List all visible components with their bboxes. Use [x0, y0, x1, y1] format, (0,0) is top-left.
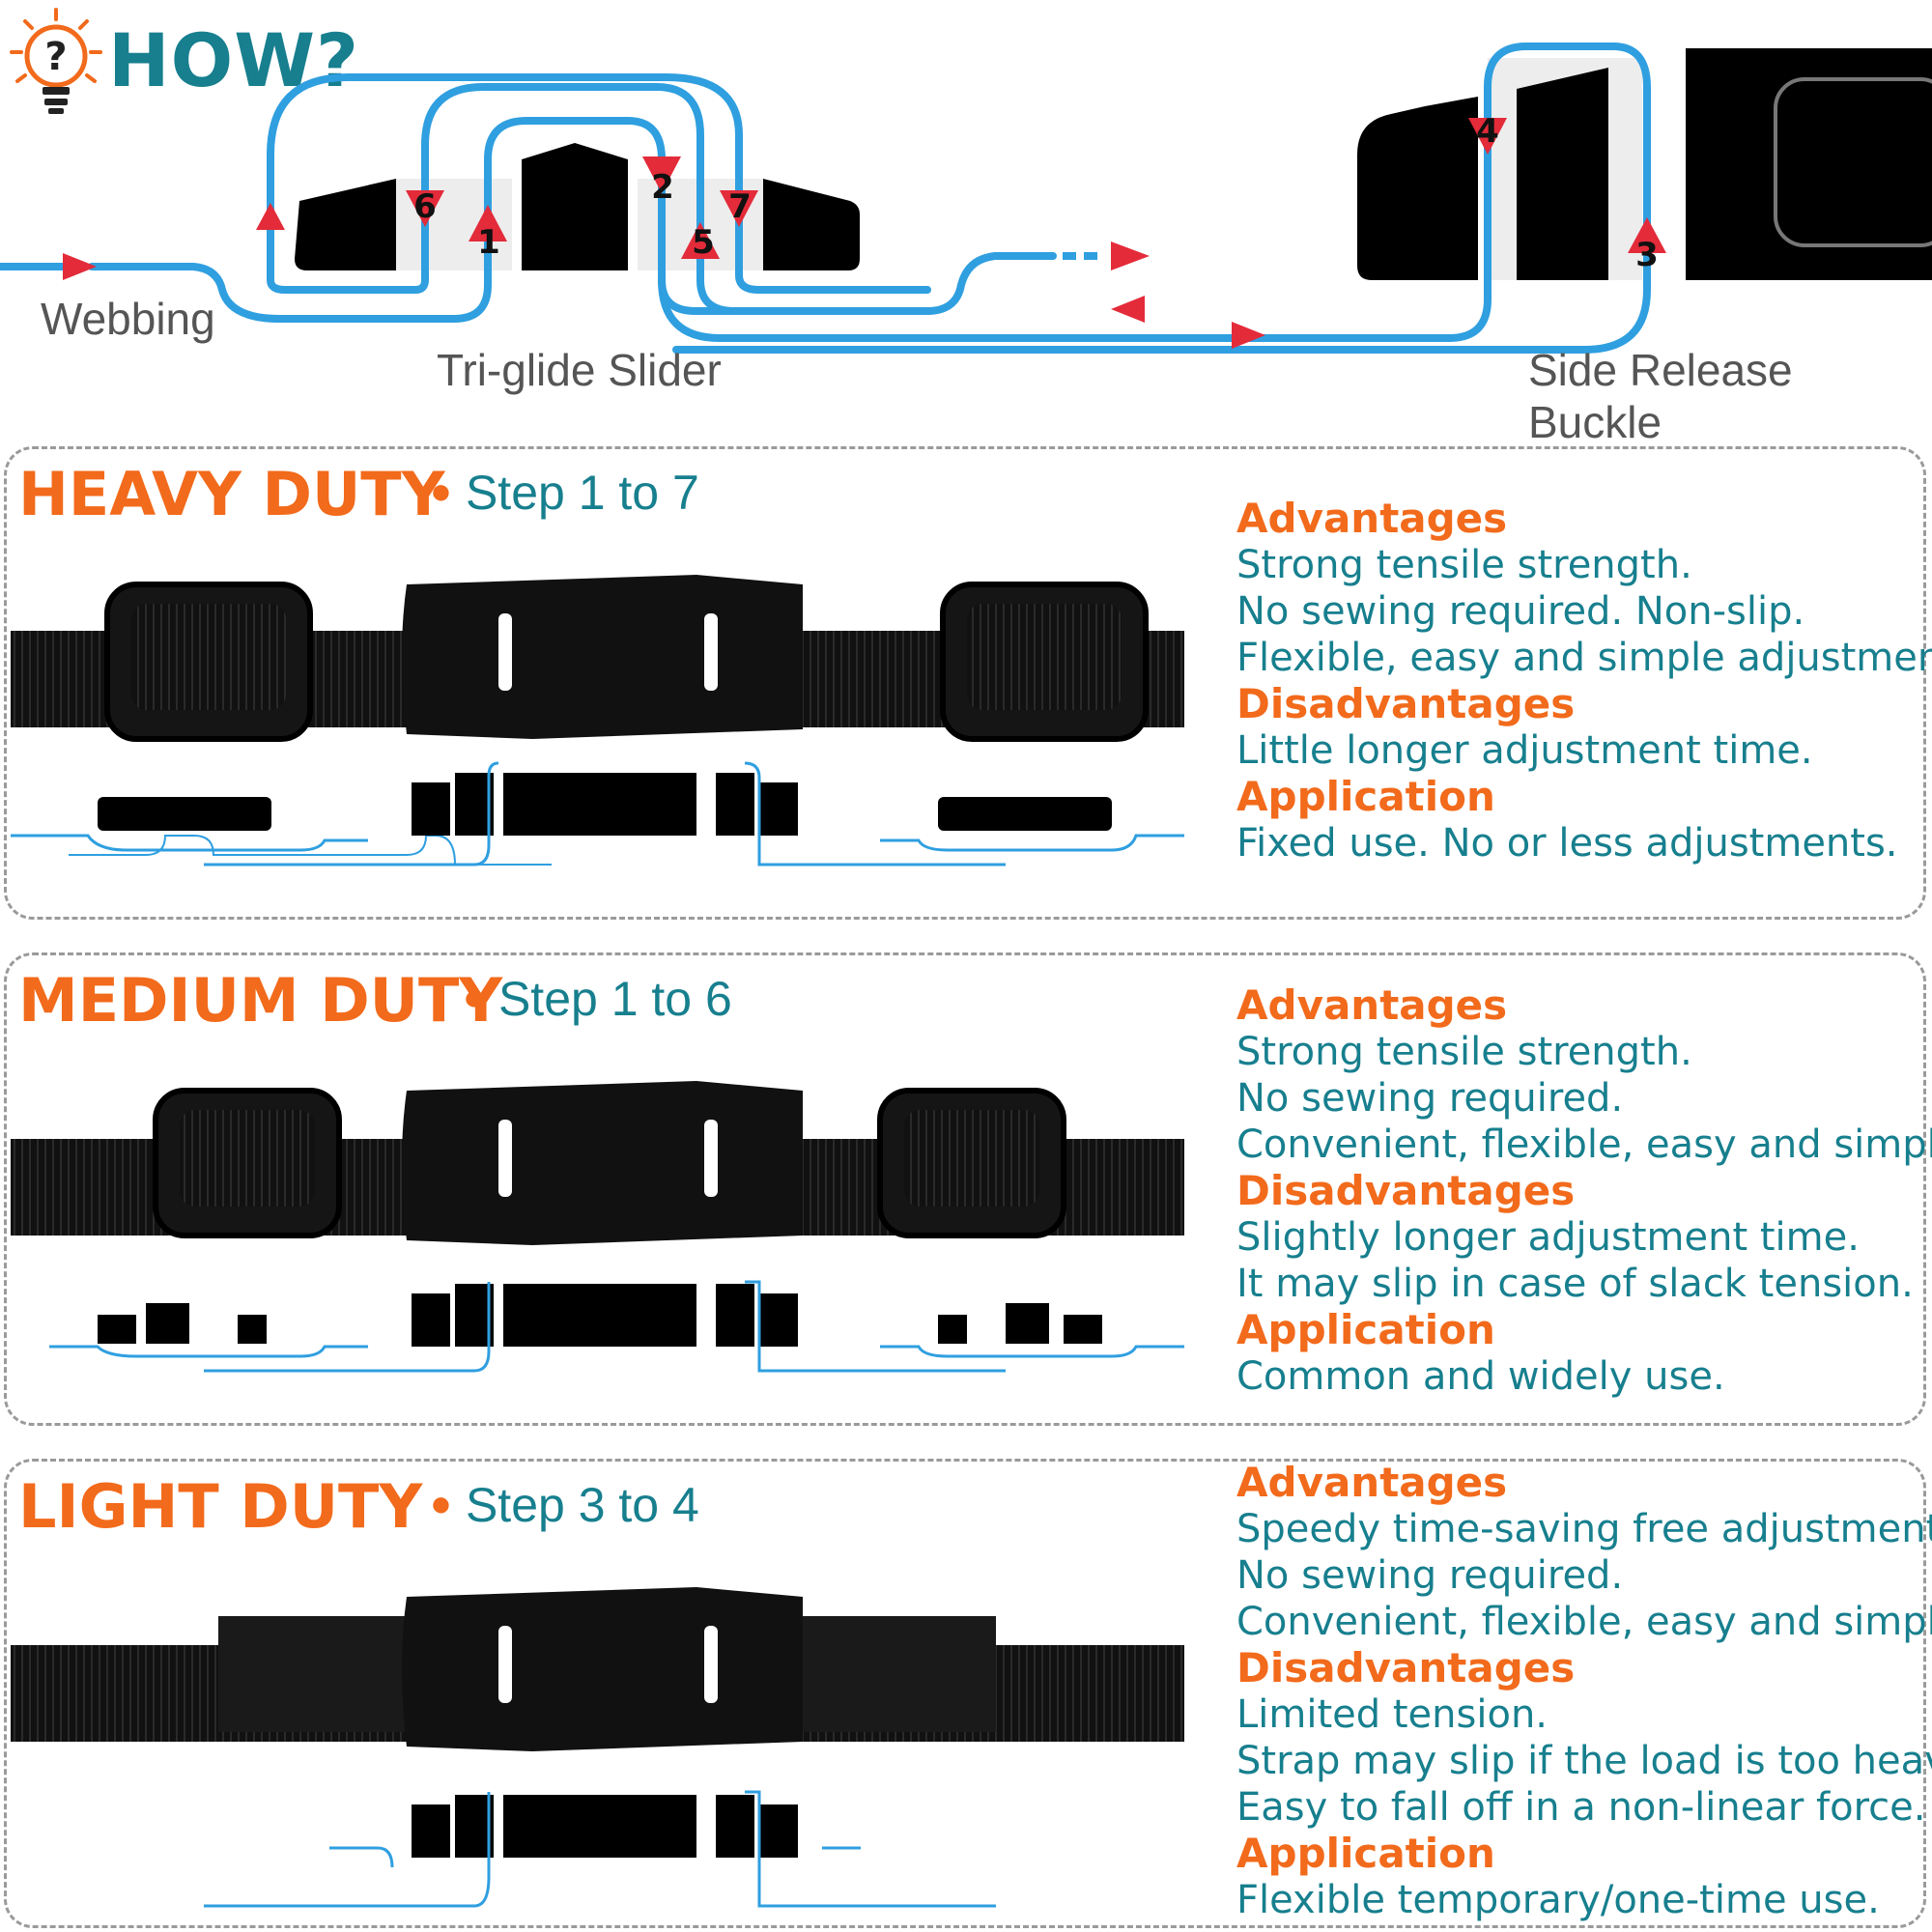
how-icon: ? [6, 6, 106, 120]
step-7-marker: 7 [728, 187, 752, 226]
application-line: Fixed use. No or less adjustments. [1236, 821, 1898, 866]
disadvantage-line: Easy to fall off in a non-linear force. [1236, 1785, 1926, 1830]
step-5-marker: 5 [692, 223, 715, 262]
application-heading: Application [1236, 1306, 1495, 1353]
slider-label: Tri-glide Slider [437, 345, 722, 395]
advantage-line: Convenient, flexible, easy and simple. [1236, 1122, 1932, 1167]
advantage-line: Speedy time-saving free adjustment. [1236, 1507, 1932, 1551]
step-range: ●Step 3 to 4 [430, 1478, 699, 1532]
medium-duty-photo [11, 1081, 1184, 1373]
tri-glide-slider-shape [295, 143, 860, 270]
medium-duty-info: Advantages Strong tensile strength. No s… [1236, 982, 1932, 1400]
advantages-heading: Advantages [1236, 495, 1508, 542]
panel-title: LIGHT DUTY [18, 1471, 423, 1542]
heavy-duty-info: Advantages Strong tensile strength. No s… [1236, 496, 1932, 867]
disadvantages-heading: Disadvantages [1236, 680, 1576, 727]
advantage-line: Convenient, flexible, easy and simple. [1236, 1600, 1932, 1644]
advantage-line: Strong tensile strength. [1236, 1030, 1692, 1074]
advantage-line: No sewing required. [1236, 1076, 1624, 1121]
advantages-heading: Advantages [1236, 981, 1508, 1029]
svg-text:?: ? [44, 35, 67, 79]
disadvantage-line: Limited tension. [1236, 1692, 1548, 1737]
light-duty-info: Advantages Speedy time-saving free adjus… [1236, 1460, 1932, 1923]
advantage-line: No sewing required. [1236, 1553, 1624, 1598]
disadvantage-line: Strap may slip if the load is too heavy. [1236, 1739, 1932, 1783]
application-line: Flexible temporary/one-time use. [1236, 1878, 1880, 1922]
application-line: Common and widely use. [1236, 1354, 1725, 1399]
application-heading: Application [1236, 773, 1495, 820]
disadvantage-line: It may slip in case of slack tension. [1236, 1262, 1914, 1306]
buckle-label: Side Release Buckle [1528, 345, 1793, 447]
panel-light-duty: LIGHT DUTY ●Step 3 to 4 Advantages Speed… [4, 1459, 1932, 1928]
advantages-heading: Advantages [1236, 1459, 1508, 1506]
panel-medium-duty: MEDIUM DUTY ●Step 1 to 6 [4, 952, 1932, 1426]
advantage-line: No sewing required. Non-slip. [1236, 589, 1805, 634]
webbing-label: Webbing [41, 294, 215, 344]
advantage-line: Strong tensile strength. [1236, 543, 1692, 587]
disadvantages-heading: Disadvantages [1236, 1167, 1576, 1214]
panel-title: MEDIUM DUTY [18, 965, 503, 1036]
step-range: ●Step 1 to 6 [463, 972, 732, 1026]
heavy-duty-photo [11, 575, 1184, 867]
step-range: ●Step 1 to 7 [430, 466, 699, 520]
advantage-line: Flexible, easy and simple adjustment. [1236, 636, 1932, 680]
step-2-marker: 2 [651, 168, 674, 207]
step-1-marker: 1 [477, 223, 500, 262]
light-duty-photo [11, 1587, 1184, 1908]
disadvantage-line: Little longer adjustment time. [1236, 728, 1813, 773]
disadvantage-line: Slightly longer adjustment time. [1236, 1215, 1860, 1260]
how-title: HOW? [108, 17, 360, 103]
threading-diagram: 1 2 3 4 5 6 7 [0, 43, 1932, 354]
panel-title: HEAVY DUTY [18, 459, 445, 529]
step-4-marker: 4 [1476, 112, 1499, 151]
step-6-marker: 6 [413, 187, 437, 226]
buckle-shape [1357, 48, 1932, 280]
disadvantages-heading: Disadvantages [1236, 1644, 1576, 1691]
panel-heavy-duty: HEAVY DUTY ●Step 1 to 7 Advanta [4, 446, 1932, 920]
application-heading: Application [1236, 1830, 1495, 1877]
step-3-marker: 3 [1635, 236, 1659, 274]
